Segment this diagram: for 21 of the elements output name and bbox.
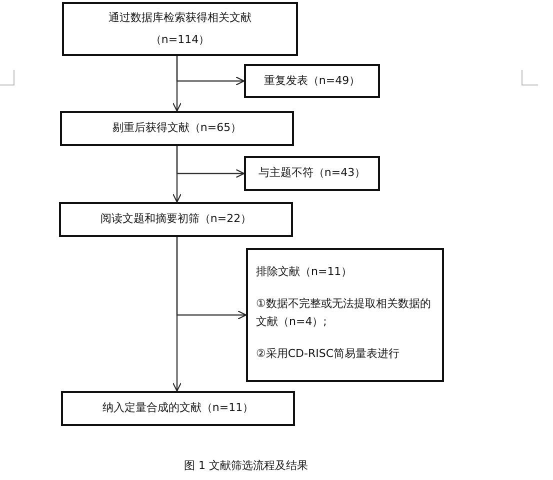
process-box [244, 64, 380, 98]
arrow [176, 237, 247, 320]
process-box [59, 202, 293, 237]
box-text: 剔重后获得文献（n=65） [112, 121, 242, 136]
box-text: 排除文献（n=11） [256, 264, 352, 280]
process-box [60, 111, 294, 146]
process-box [61, 391, 295, 426]
box-text: 与主题不符（n=43） [258, 166, 366, 181]
box-text: 阅读文题和摘要初筛（n=22） [100, 212, 252, 227]
process-box [244, 156, 380, 191]
process-box [62, 2, 298, 56]
box-text: ②采用CD-RISC简易量表进行 [256, 346, 400, 362]
box-text: 通过数据库检索获得相关文献 [108, 10, 252, 25]
arrow [176, 146, 245, 178]
box-text: 纳入定量合成的文献（n=11） [102, 401, 254, 416]
box-text: 重复发表（n=49） [264, 74, 360, 88]
figure-caption: 图 1 文献筛选流程及结果 [184, 458, 308, 473]
arrow [176, 56, 245, 86]
box-text: ①数据不完整或无法提取相关数据的文献（n=4）; [256, 296, 432, 330]
box-text: （n=114） [150, 33, 210, 48]
process-box [246, 248, 444, 382]
